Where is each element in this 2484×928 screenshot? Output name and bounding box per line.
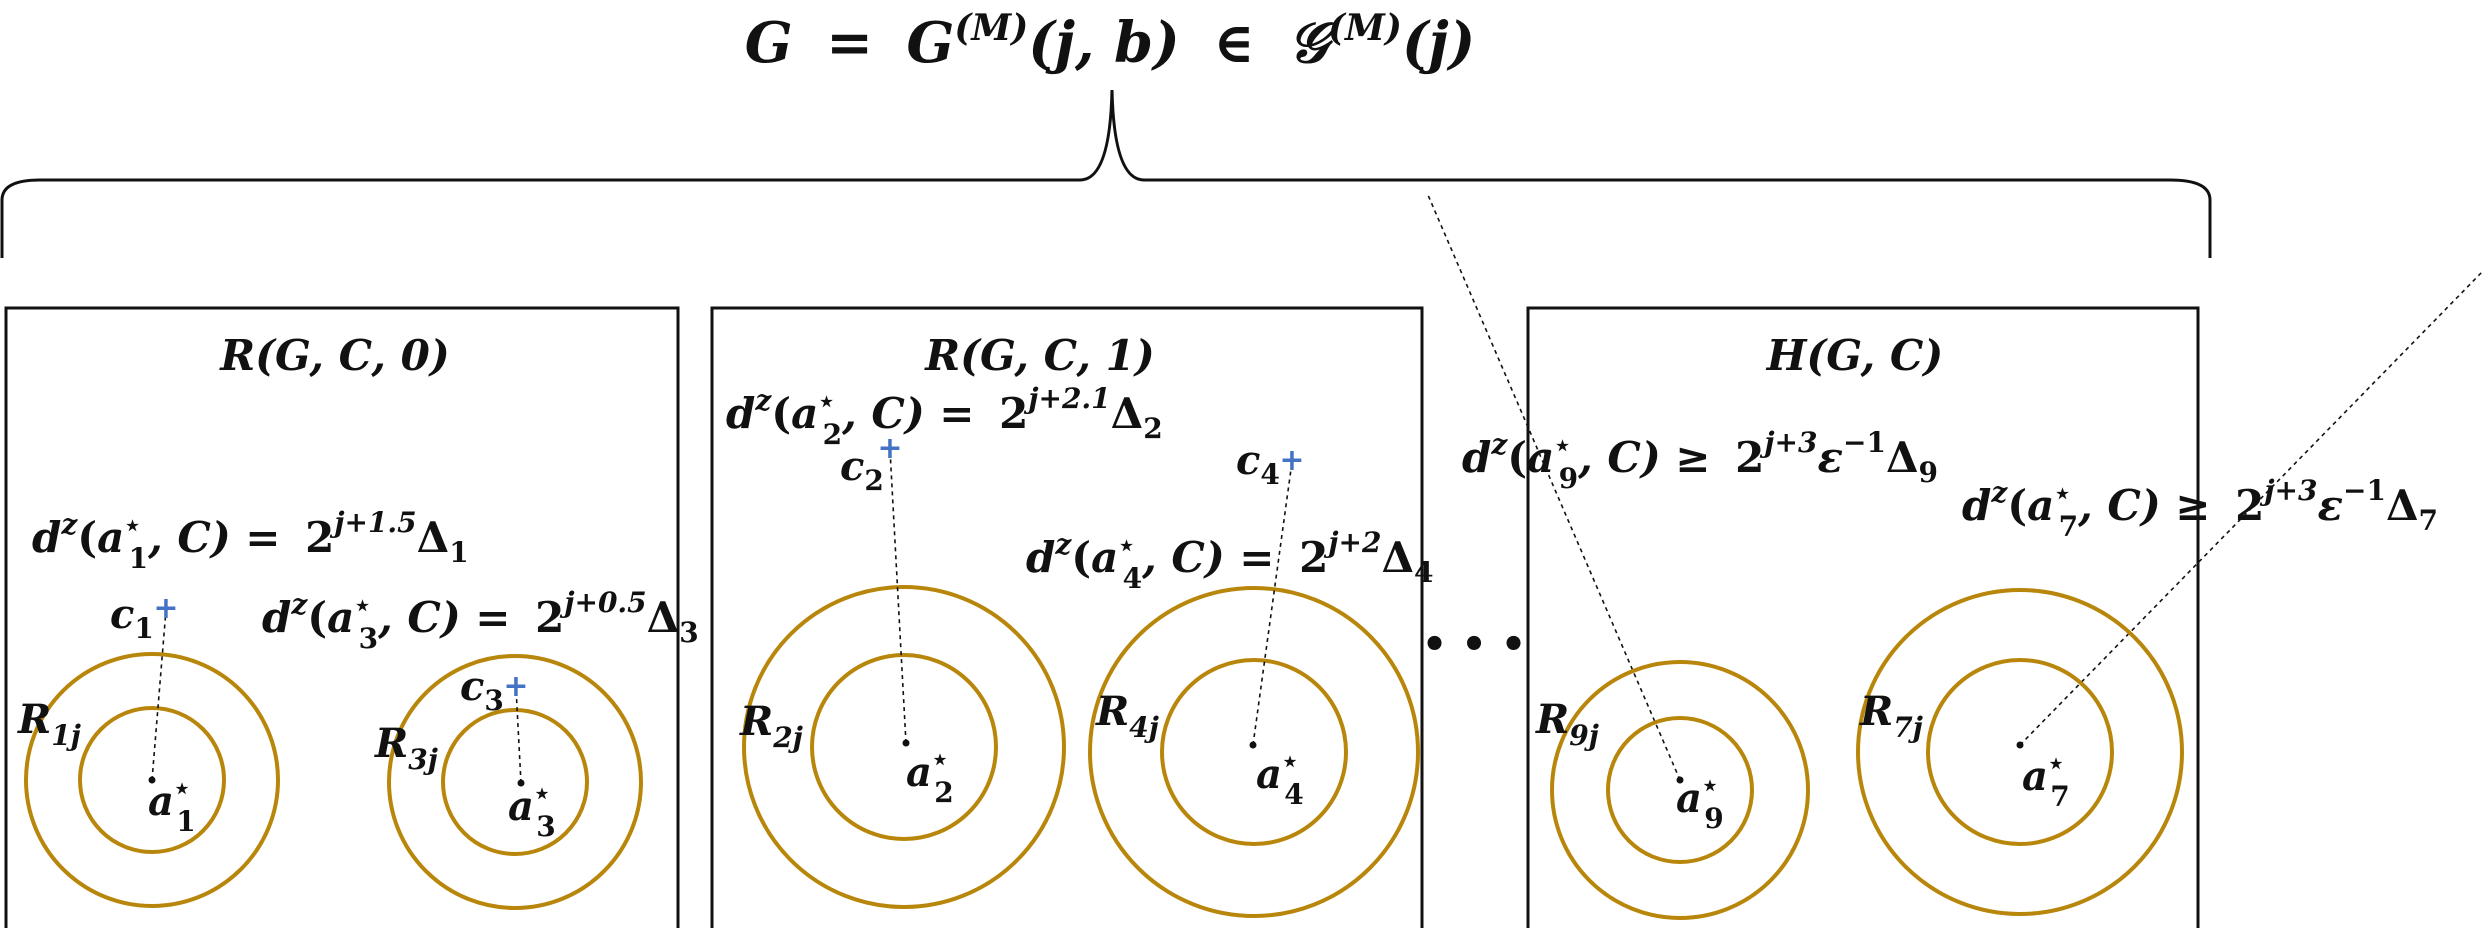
point-label-4: a⋆4 xyxy=(1256,747,1304,811)
distance-line-7 xyxy=(2019,269,2484,746)
outer-ring-2 xyxy=(742,585,1066,909)
distance-line-1 xyxy=(151,609,167,781)
center-label-3: c3 xyxy=(460,663,504,717)
region-label-9: R9j xyxy=(1535,696,1599,752)
distance-line-4 xyxy=(1252,461,1293,746)
outer-ring-4 xyxy=(1088,586,1420,918)
distance-label-4: dz(a⋆4, C) = 2j+2Δ4 xyxy=(1026,526,1434,595)
inner-ring-1 xyxy=(78,706,226,854)
region-label-7: R7j xyxy=(1859,688,1923,744)
ellipsis: • • • xyxy=(1422,621,1527,668)
panel-frame-1 xyxy=(710,306,1424,928)
point-label-2: a⋆2 xyxy=(906,745,954,809)
inner-ring-4 xyxy=(1160,658,1348,846)
title-formula: G = G(M)(j, b) ∈ 𝒢(M)(j) xyxy=(745,7,1475,76)
point-dot-9 xyxy=(1676,776,1684,784)
inner-ring-9 xyxy=(1606,716,1754,864)
panel-frame-2 xyxy=(1526,306,2200,928)
region-label-3: R3j xyxy=(374,720,438,776)
distance-label-7: dz(a⋆7, C) ≥ 2j+3ε−1Δ7 xyxy=(1962,474,2438,543)
distance-label-9: dz(a⋆9, C) ≥ 2j+3ε−1Δ9 xyxy=(1462,426,1938,495)
region-label-4: R4j xyxy=(1095,688,1159,744)
outer-ring-1 xyxy=(24,652,280,908)
outer-ring-7 xyxy=(1856,588,2184,916)
outer-ring-9 xyxy=(1550,660,1810,920)
distance-label-1: dz(a⋆1, C) = 2j+1.5Δ1 xyxy=(32,506,469,575)
point-label-3: a⋆3 xyxy=(508,779,556,843)
distance-line-2 xyxy=(889,449,907,744)
point-label-9: a⋆9 xyxy=(1676,771,1724,835)
inner-ring-2 xyxy=(810,653,998,841)
panel-label-2: H(G, C) xyxy=(1766,331,1943,380)
center-marker-3: + xyxy=(503,669,528,704)
center-marker-4: + xyxy=(1279,443,1304,478)
panel-label-0: R(G, C, 0) xyxy=(219,331,449,380)
distance-label-2: dz(a⋆2, C) = 2j+2.1Δ2 xyxy=(726,382,1163,451)
center-label-4: c4 xyxy=(1236,437,1280,491)
point-label-7: a⋆7 xyxy=(2022,749,2070,813)
region-label-2: R2j xyxy=(739,698,803,754)
region-label-1: R1j xyxy=(17,696,81,752)
group-brace xyxy=(0,89,2212,258)
panel-frame-0 xyxy=(4,306,680,928)
point-label-1: a⋆1 xyxy=(148,774,196,838)
distance-label-3: dz(a⋆3, C) = 2j+0.5Δ3 xyxy=(262,586,699,655)
distance-line-9 xyxy=(1427,194,1681,781)
inner-ring-3 xyxy=(441,708,589,856)
panel-label-1: R(G, C, 1) xyxy=(924,331,1154,380)
inner-ring-7 xyxy=(1926,658,2114,846)
point-dot-7 xyxy=(2016,741,2024,749)
center-label-1: c1 xyxy=(110,591,154,645)
center-label-2: c2 xyxy=(840,443,884,497)
outer-ring-3 xyxy=(387,654,643,910)
center-marker-2: + xyxy=(877,431,902,466)
center-marker-1: + xyxy=(153,591,178,626)
